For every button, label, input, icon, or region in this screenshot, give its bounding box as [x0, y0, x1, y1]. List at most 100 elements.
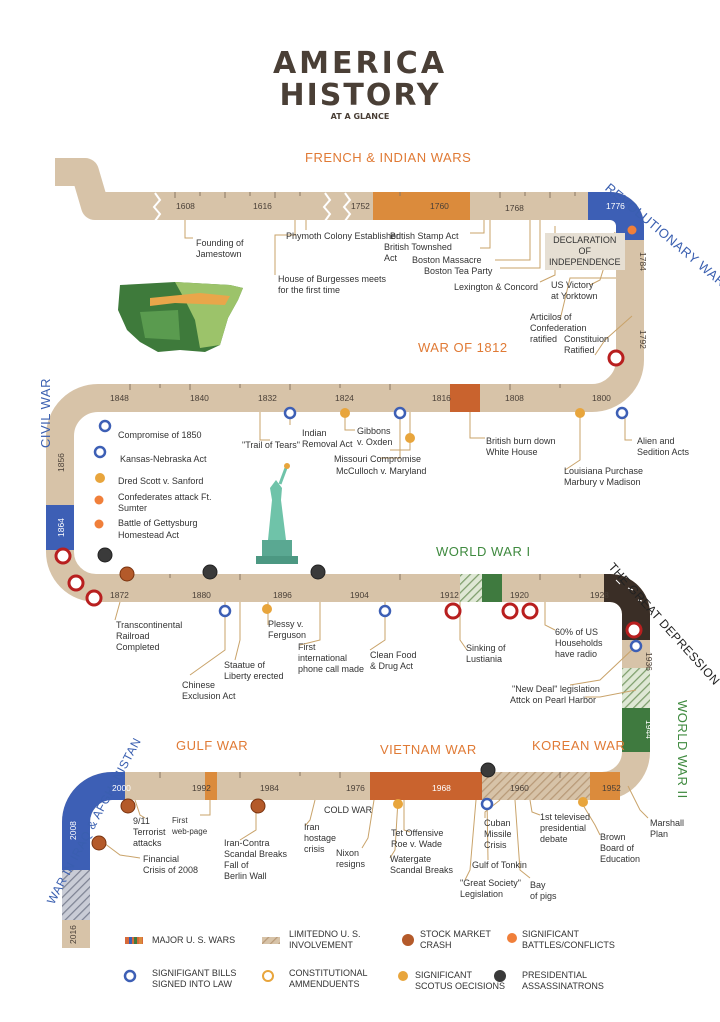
bill-markers — [93, 406, 643, 811]
year-1616: 1616 — [253, 201, 272, 211]
ww2-hatch-segment — [622, 668, 650, 708]
year-1608: 1608 — [176, 201, 195, 211]
year-1824: 1824 — [335, 393, 354, 403]
event-brown-board: Brown Board of Education — [600, 832, 641, 864]
era-korean: KOREAN WAR — [532, 738, 626, 753]
year-1760: 1760 — [430, 201, 449, 211]
ww2-segment — [622, 708, 650, 752]
statue-of-liberty-illustration — [256, 463, 298, 564]
year-1976: 1976 — [346, 783, 365, 793]
amendment-markers — [54, 349, 643, 639]
event-chinese-exclusion: Chinese Exclusion Act — [182, 680, 236, 701]
event-terrorist-attacks: 9/11 Terrorist attacks — [133, 816, 166, 848]
year-1848: 1848 — [110, 393, 129, 403]
year-1944: 1944 — [644, 720, 654, 739]
event-marshall-plan: Marshall Plan — [650, 818, 685, 839]
year-1776: 1776 — [606, 201, 625, 211]
event-great-society: "Great Society" Legislation — [460, 878, 521, 899]
year-1752: 1752 — [351, 201, 370, 211]
year-1800: 1800 — [592, 393, 611, 403]
year-1808: 1808 — [505, 393, 524, 403]
legend-bills: SIGNIFIGANT BILLS SIGNED INTO LAW — [152, 968, 237, 989]
event-jamestown: Founding of Jamestown — [196, 238, 244, 259]
ww1-hatch-segment — [460, 574, 482, 602]
legend-limited-involvement: LIMITEDNO U. S. INVOLVEMENT — [289, 929, 361, 950]
era-gulf: GULF WAR — [176, 738, 249, 753]
event-trail-of-tears: "Trail of Tears" — [242, 440, 300, 450]
event-bay-of-pigs: Bay of pigs — [530, 880, 557, 901]
year-1952: 1952 — [602, 783, 621, 793]
scotus-markers — [95, 408, 588, 809]
event-plessy: Plessy v. Ferguson — [268, 619, 307, 640]
year-1984: 1984 — [260, 783, 279, 793]
event-homestead: Homestead Act — [118, 530, 180, 540]
era-ww1: WORLD WAR I — [436, 544, 531, 559]
event-dred-scott: Dred Scott v. Sanford — [118, 476, 204, 486]
year-1784: 1784 — [638, 252, 648, 271]
stock-crash-markers — [91, 566, 266, 851]
year-1960: 1960 — [510, 783, 529, 793]
event-first-webpage: First web-page — [172, 816, 208, 836]
event-statue-liberty: Staatue of Liberty erected — [224, 660, 284, 681]
legend-icons — [123, 933, 517, 983]
event-alien-sedition: Alien and Sedition Acts — [637, 436, 690, 457]
event-pearl-harbor: Attck on Pearl Harbor — [510, 695, 597, 705]
legend-assassinations: PRESIDENTIAL ASSASSINATRONS — [522, 970, 604, 991]
french-indian-war-segment — [373, 192, 470, 220]
korean-war-segment — [590, 772, 620, 800]
event-indian-removal: Indian Removal Act — [302, 428, 353, 449]
year-1840: 1840 — [190, 393, 209, 403]
year-1864: 1864 — [56, 518, 66, 537]
year-1768: 1768 — [505, 203, 524, 213]
battle-markers — [94, 225, 637, 529]
year-1856: 1856 — [56, 453, 66, 472]
us-map-illustration — [118, 282, 243, 352]
event-televised-debate: 1st televised presidential debate — [540, 812, 591, 844]
year-1968: 1968 — [432, 783, 451, 793]
event-stamp-act: British Stamp Act — [390, 231, 459, 241]
event-railroad: Transcontinental Railroad Completed — [116, 620, 183, 652]
iraq-war-segment — [62, 772, 125, 870]
event-townshend-act: British Townshed Act — [384, 242, 452, 263]
year-1920: 1920 — [510, 590, 529, 600]
event-white-house: British burn down White House — [486, 436, 556, 457]
event-iran-hostage: Iran hostage crisis — [304, 822, 337, 854]
era-cold-war: COLD WAR — [324, 805, 373, 815]
event-cuban-missile: Cuban Missile Crisis — [484, 818, 512, 850]
year-2008: 2008 — [68, 821, 78, 840]
year-1992: 1992 — [192, 783, 211, 793]
event-financial-crisis: Financial Crisis of 2008 — [143, 854, 199, 875]
event-declaration: DECLARATION OF INDEPENDENCE — [545, 233, 625, 270]
title-line-2: HISTORY — [279, 78, 441, 113]
legend-stock-crash: STOCK MARKET CRASH — [420, 929, 491, 950]
year-1912: 1912 — [440, 590, 459, 600]
year-1936: 1936 — [644, 652, 654, 671]
era-french-indian: FRENCH & INDIAN WARS — [305, 150, 472, 165]
event-burgesses: House of Burgesses meets for the first t… — [278, 274, 387, 295]
event-lusitania: Sinking of Lustiania — [466, 643, 506, 664]
title-line-1: AMERICA — [272, 46, 448, 81]
event-compromise-1850: Compromise of 1850 — [118, 430, 202, 440]
event-lexington-concord: Lexington & Concord — [454, 282, 539, 292]
event-watergate: Watergate Scandal Breaks — [390, 854, 454, 875]
legend-scotus: SIGNIFICANT SCOTUS OECISIONS — [415, 970, 506, 991]
year-1816: 1816 — [432, 393, 451, 403]
event-new-deal: "New Deal" legislation — [512, 684, 600, 694]
year-2016: 2016 — [68, 925, 78, 944]
vietnam-war-segment — [370, 772, 482, 800]
title-line-3: AT A GLANCE — [330, 112, 390, 121]
limited-involvement-segment — [482, 772, 590, 800]
war-of-1812-segment — [450, 384, 480, 412]
civil-war-segment — [46, 505, 74, 550]
legend-battles: SIGNIFICANT BATTLES/CONFLICTS — [522, 929, 615, 950]
event-phone-call: First international phone call made — [298, 642, 365, 674]
assassination-markers — [97, 547, 496, 778]
event-gettysburg: Battle of Gettysburg — [118, 518, 198, 528]
event-articles: Articilos of Confederation ratified — [530, 312, 587, 344]
event-radio: 60% of US Households have radio — [555, 627, 603, 659]
era-war-1812: WAR OF 1812 — [418, 340, 508, 355]
era-ww2: WORLD WAR II — [675, 700, 690, 799]
year-1928: 1928 — [590, 590, 609, 600]
